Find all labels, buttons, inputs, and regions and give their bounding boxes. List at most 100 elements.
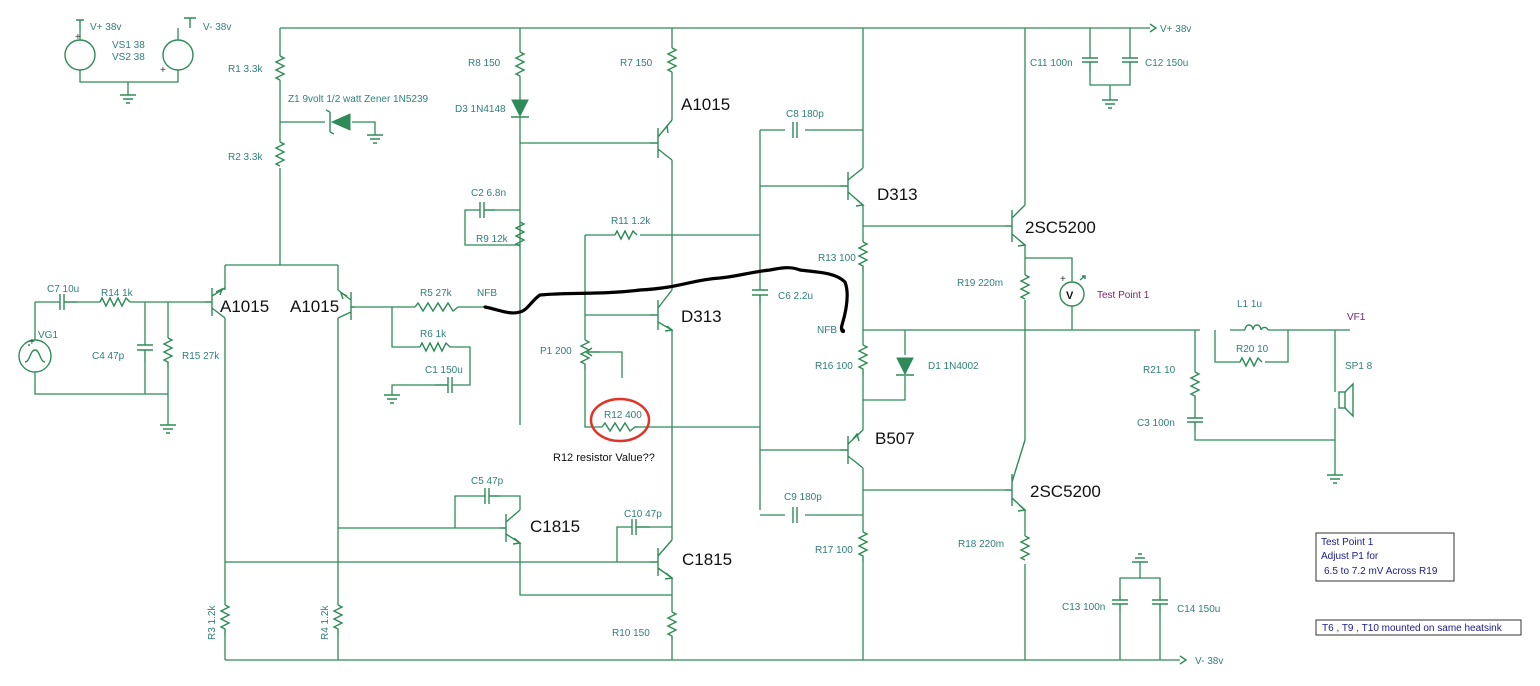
c8-label: C8 180p bbox=[786, 109, 824, 120]
r9-symbol bbox=[514, 221, 526, 247]
r21-label: R21 10 bbox=[1143, 365, 1176, 376]
r15-symbol bbox=[162, 337, 174, 368]
heatsink-note-box: T6 , T9 , T10 mounted on same heatsink bbox=[1315, 619, 1522, 636]
r4-label: R4 1.2k bbox=[320, 605, 331, 640]
vs1-label: VS1 38 bbox=[112, 40, 145, 51]
c11-symbol bbox=[1082, 57, 1098, 72]
d1-label: D1 1N4002 bbox=[928, 361, 979, 372]
r14-symbol bbox=[99, 296, 131, 308]
r15-label: R15 27k bbox=[182, 351, 220, 362]
misc-symbols: + + bbox=[18, 274, 1354, 418]
vplus-label: V+ 38v bbox=[90, 22, 121, 33]
l1-inductor-symbol bbox=[1244, 324, 1269, 331]
c9-label: C9 180p bbox=[784, 492, 822, 503]
test-point-label: Test Point 1 bbox=[1097, 290, 1150, 301]
c13-symbol bbox=[1112, 596, 1128, 612]
t2-label: A1015 bbox=[290, 297, 339, 316]
zener-z1-symbol bbox=[330, 113, 351, 131]
transistor-symbols bbox=[205, 119, 1027, 580]
r2-label: R2 3.3k bbox=[228, 152, 263, 163]
r18-symbol bbox=[1019, 535, 1031, 561]
ground-symbols bbox=[120, 17, 1343, 563]
r18-label: R18 220m bbox=[958, 539, 1004, 550]
c6-symbol bbox=[752, 289, 768, 305]
r16-label: R16 100 bbox=[815, 361, 853, 372]
c11-label: C11 100n bbox=[1030, 58, 1073, 69]
r12-question-annotation: R12 resistor Value?? bbox=[553, 452, 655, 464]
r1-label: R1 3.3k bbox=[228, 64, 263, 75]
r7-symbol bbox=[666, 47, 678, 73]
vg1-source-symbol bbox=[18, 339, 52, 373]
r12-highlight-circle bbox=[589, 397, 651, 443]
hand-drawn-feedback-line bbox=[483, 266, 849, 334]
voltmeter-symbol bbox=[1059, 281, 1085, 307]
r6-label: R6 1k bbox=[420, 329, 447, 340]
p1-symbol bbox=[579, 339, 591, 370]
d1-symbol bbox=[896, 357, 914, 376]
svg-text:+: + bbox=[29, 337, 35, 348]
tp-note-line-3: 6.5 to 7.2 mV Across R19 bbox=[1324, 566, 1438, 577]
transistor-labels: A1015 A1015 A1015 D313 D313 B507 C1815 C… bbox=[220, 95, 1101, 569]
tp-note-line-1: Test Point 1 bbox=[1321, 537, 1374, 548]
r21-symbol bbox=[1189, 371, 1201, 400]
vminus-rail-label: V- 38v bbox=[1195, 656, 1223, 667]
tp-note-line-2: Adjust P1 for bbox=[1321, 551, 1379, 562]
t3-label: C1815 bbox=[530, 517, 580, 536]
svg-text:+: + bbox=[160, 65, 166, 76]
r3-symbol bbox=[219, 604, 231, 636]
c5-label: C5 47p bbox=[471, 476, 504, 487]
t-pnp-label: B507 bbox=[875, 429, 915, 448]
r7-label: R7 150 bbox=[620, 58, 653, 69]
vs2-label: VS2 38 bbox=[112, 52, 145, 63]
r4-symbol bbox=[332, 604, 344, 636]
c9-symbol bbox=[792, 507, 798, 523]
nfb-left-label: NFB bbox=[477, 288, 497, 299]
r17-label: R17 100 bbox=[815, 545, 853, 556]
r5-symbol bbox=[414, 301, 459, 313]
c3-label: C3 100n bbox=[1137, 418, 1175, 429]
c1-label: C1 150u bbox=[425, 365, 463, 376]
t6-label: D313 bbox=[681, 307, 722, 326]
r8-symbol bbox=[514, 51, 526, 77]
c7-label: C7 10u bbox=[47, 284, 79, 295]
c3-symbol bbox=[1187, 417, 1203, 430]
r9-label: R9 12k bbox=[476, 234, 509, 245]
p1-label: P1 200 bbox=[540, 346, 572, 357]
r2-symbol bbox=[274, 141, 286, 167]
t-out1-label: 2SC5200 bbox=[1025, 218, 1096, 237]
r12-symbol bbox=[601, 421, 638, 433]
r6-symbol bbox=[419, 341, 451, 353]
diode-symbols bbox=[325, 99, 914, 376]
t-out2-label: 2SC5200 bbox=[1030, 482, 1101, 501]
t4-label: C1815 bbox=[682, 550, 732, 569]
vf1-label: VF1 bbox=[1347, 312, 1366, 323]
nfb-right-label: NFB bbox=[817, 325, 837, 336]
c4-label: C4 47p bbox=[92, 351, 125, 362]
resistor-symbols bbox=[99, 47, 1263, 640]
r13-label: R13 100 bbox=[818, 253, 856, 264]
vg1-label: VG1 bbox=[38, 330, 58, 341]
r10-label: R10 150 bbox=[612, 628, 650, 639]
vplus-rail-label: V+ 38v bbox=[1160, 24, 1191, 35]
c7-symbol bbox=[59, 294, 77, 310]
r8-label: R8 150 bbox=[468, 58, 501, 69]
r19-symbol bbox=[1019, 274, 1031, 300]
r3-label: R3 1.2k bbox=[207, 605, 218, 640]
c8-symbol bbox=[792, 122, 798, 138]
c12-symbol bbox=[1122, 57, 1138, 72]
r20-symbol bbox=[1239, 356, 1263, 368]
voltmeter-label: V bbox=[1066, 290, 1074, 302]
c10-symbol bbox=[631, 519, 650, 535]
sp1-label: SP1 8 bbox=[1345, 361, 1373, 372]
heatsink-note-text: T6 , T9 , T10 mounted on same heatsink bbox=[1322, 623, 1503, 634]
d3-label: D3 1N4148 bbox=[455, 104, 506, 115]
r5-label: R5 27k bbox=[420, 288, 453, 299]
r14-label: R14 1k bbox=[101, 288, 134, 299]
c12-label: C12 150u bbox=[1145, 58, 1188, 69]
wires bbox=[34, 27, 1350, 661]
c2-label: C2 6.8n bbox=[471, 188, 506, 199]
supply-sources: + + VS1 38 VS2 38 V+ 38v V- 38v V+ 38v V… bbox=[64, 19, 1223, 667]
r20-label: R20 10 bbox=[1236, 344, 1269, 355]
component-labels: R1 3.3k R2 3.3k Z1 9volt 1/2 watt Zener … bbox=[38, 58, 1373, 640]
